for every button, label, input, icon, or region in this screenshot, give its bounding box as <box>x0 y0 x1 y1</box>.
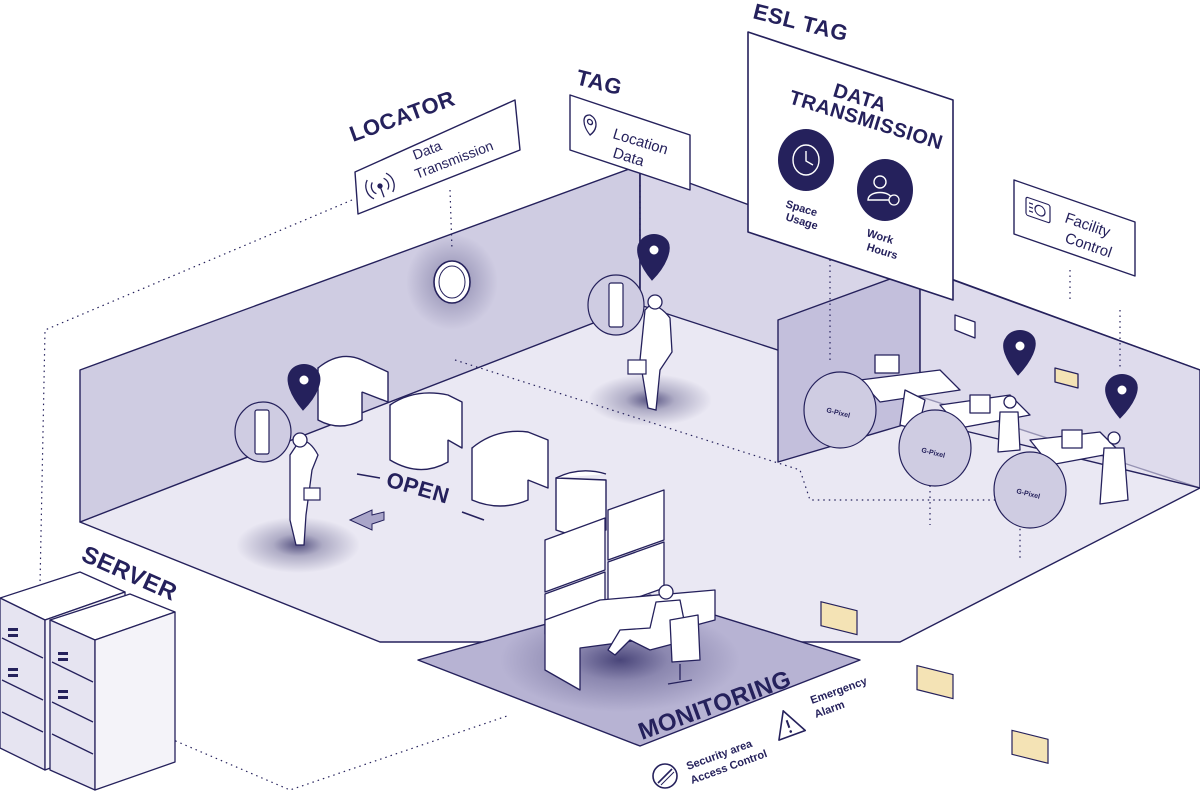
esl-displays: G-Pixel G-Pixel G-Pixel <box>803 371 1067 765</box>
esl-tag-callout: ESL TAG DATA TRANSMISSION Space Usage Wo… <box>747 0 954 301</box>
clock-icon <box>778 129 834 191</box>
facility-control-icon <box>1025 196 1051 224</box>
tag-callout: TAG Location Data <box>569 65 691 191</box>
tag-heading: TAG <box>574 65 625 100</box>
office-desks <box>859 314 1129 505</box>
antenna-icon <box>365 172 395 200</box>
user-clock-icon <box>857 159 913 221</box>
turnstiles <box>317 355 607 536</box>
monitoring-area <box>417 489 861 747</box>
locator-callout: LOCATOR Data Transmission <box>346 86 521 215</box>
person-left <box>234 401 360 573</box>
no-entry-icon <box>652 763 678 789</box>
location-pin-icon <box>287 234 1138 419</box>
server: SERVER <box>0 541 181 791</box>
warning-icon <box>778 710 807 741</box>
locator-device <box>406 234 498 330</box>
person-center <box>587 274 712 426</box>
location-pin-icon <box>583 114 597 136</box>
facility-callout: Facility Control <box>1013 179 1136 277</box>
